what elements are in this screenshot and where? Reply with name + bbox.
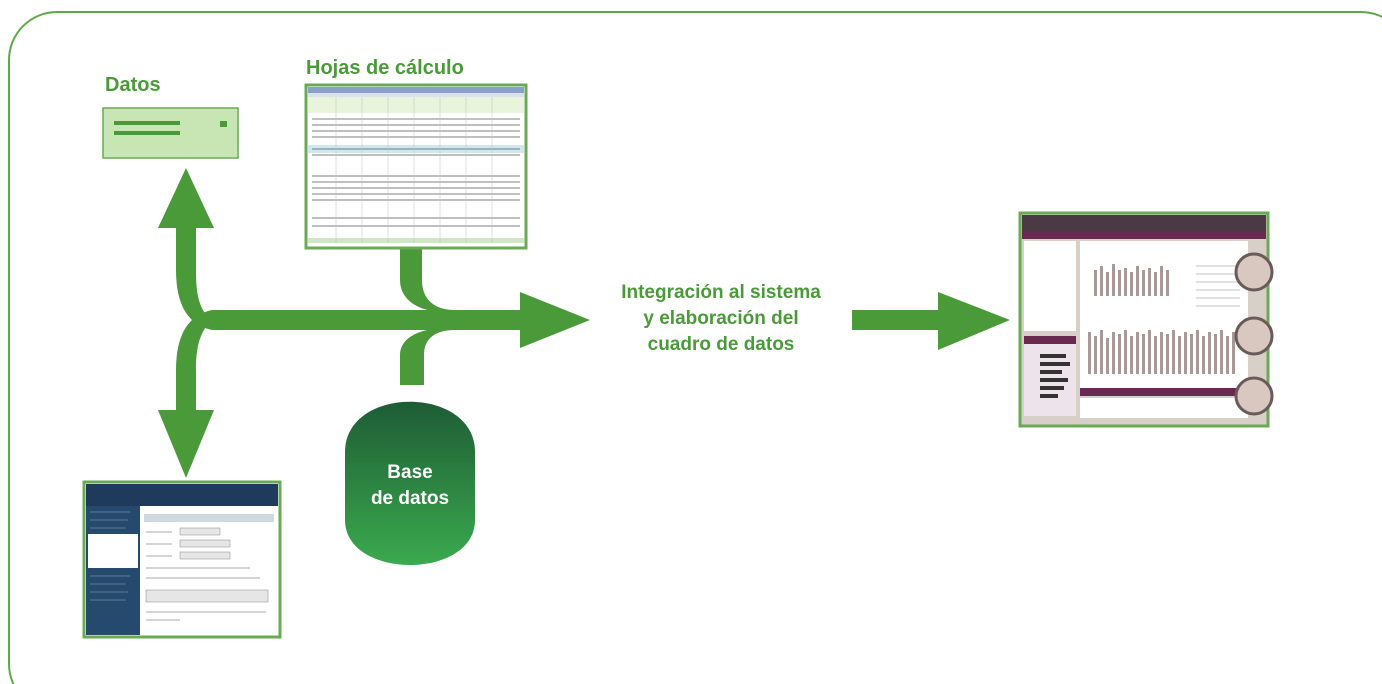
datos-label: Datos <box>105 74 161 96</box>
main-flow-arrow <box>212 292 590 348</box>
integration-line-2: y elaboración del <box>643 308 799 329</box>
database-connector <box>400 328 455 385</box>
spreadsheet-thumbnail <box>304 83 528 250</box>
integration-line-3: cuadro de datos <box>647 334 795 355</box>
dashboard-thumbnail <box>1018 211 1274 428</box>
hojas-de-calculo-label: Hojas de cálculo <box>306 57 464 79</box>
diagram-frame <box>8 11 1382 684</box>
database-icon <box>345 401 475 565</box>
arrow-to-datos <box>158 168 230 330</box>
server-icon <box>102 107 239 159</box>
integration-line-1: Integración al sistema <box>621 282 821 303</box>
base-de-datos-label: Base de datos <box>340 460 480 512</box>
arrow-to-dashboard <box>852 292 1010 350</box>
integration-label: Integración al sistema y elaboración del… <box>596 280 846 358</box>
base-de-datos-line-1: Base <box>387 462 433 483</box>
arrow-to-web-form <box>158 310 230 478</box>
base-de-datos-line-2: de datos <box>370 488 450 509</box>
spreadsheet-connector <box>400 248 455 312</box>
flow-arrows <box>158 168 1010 478</box>
web-form-thumbnail <box>82 480 282 639</box>
